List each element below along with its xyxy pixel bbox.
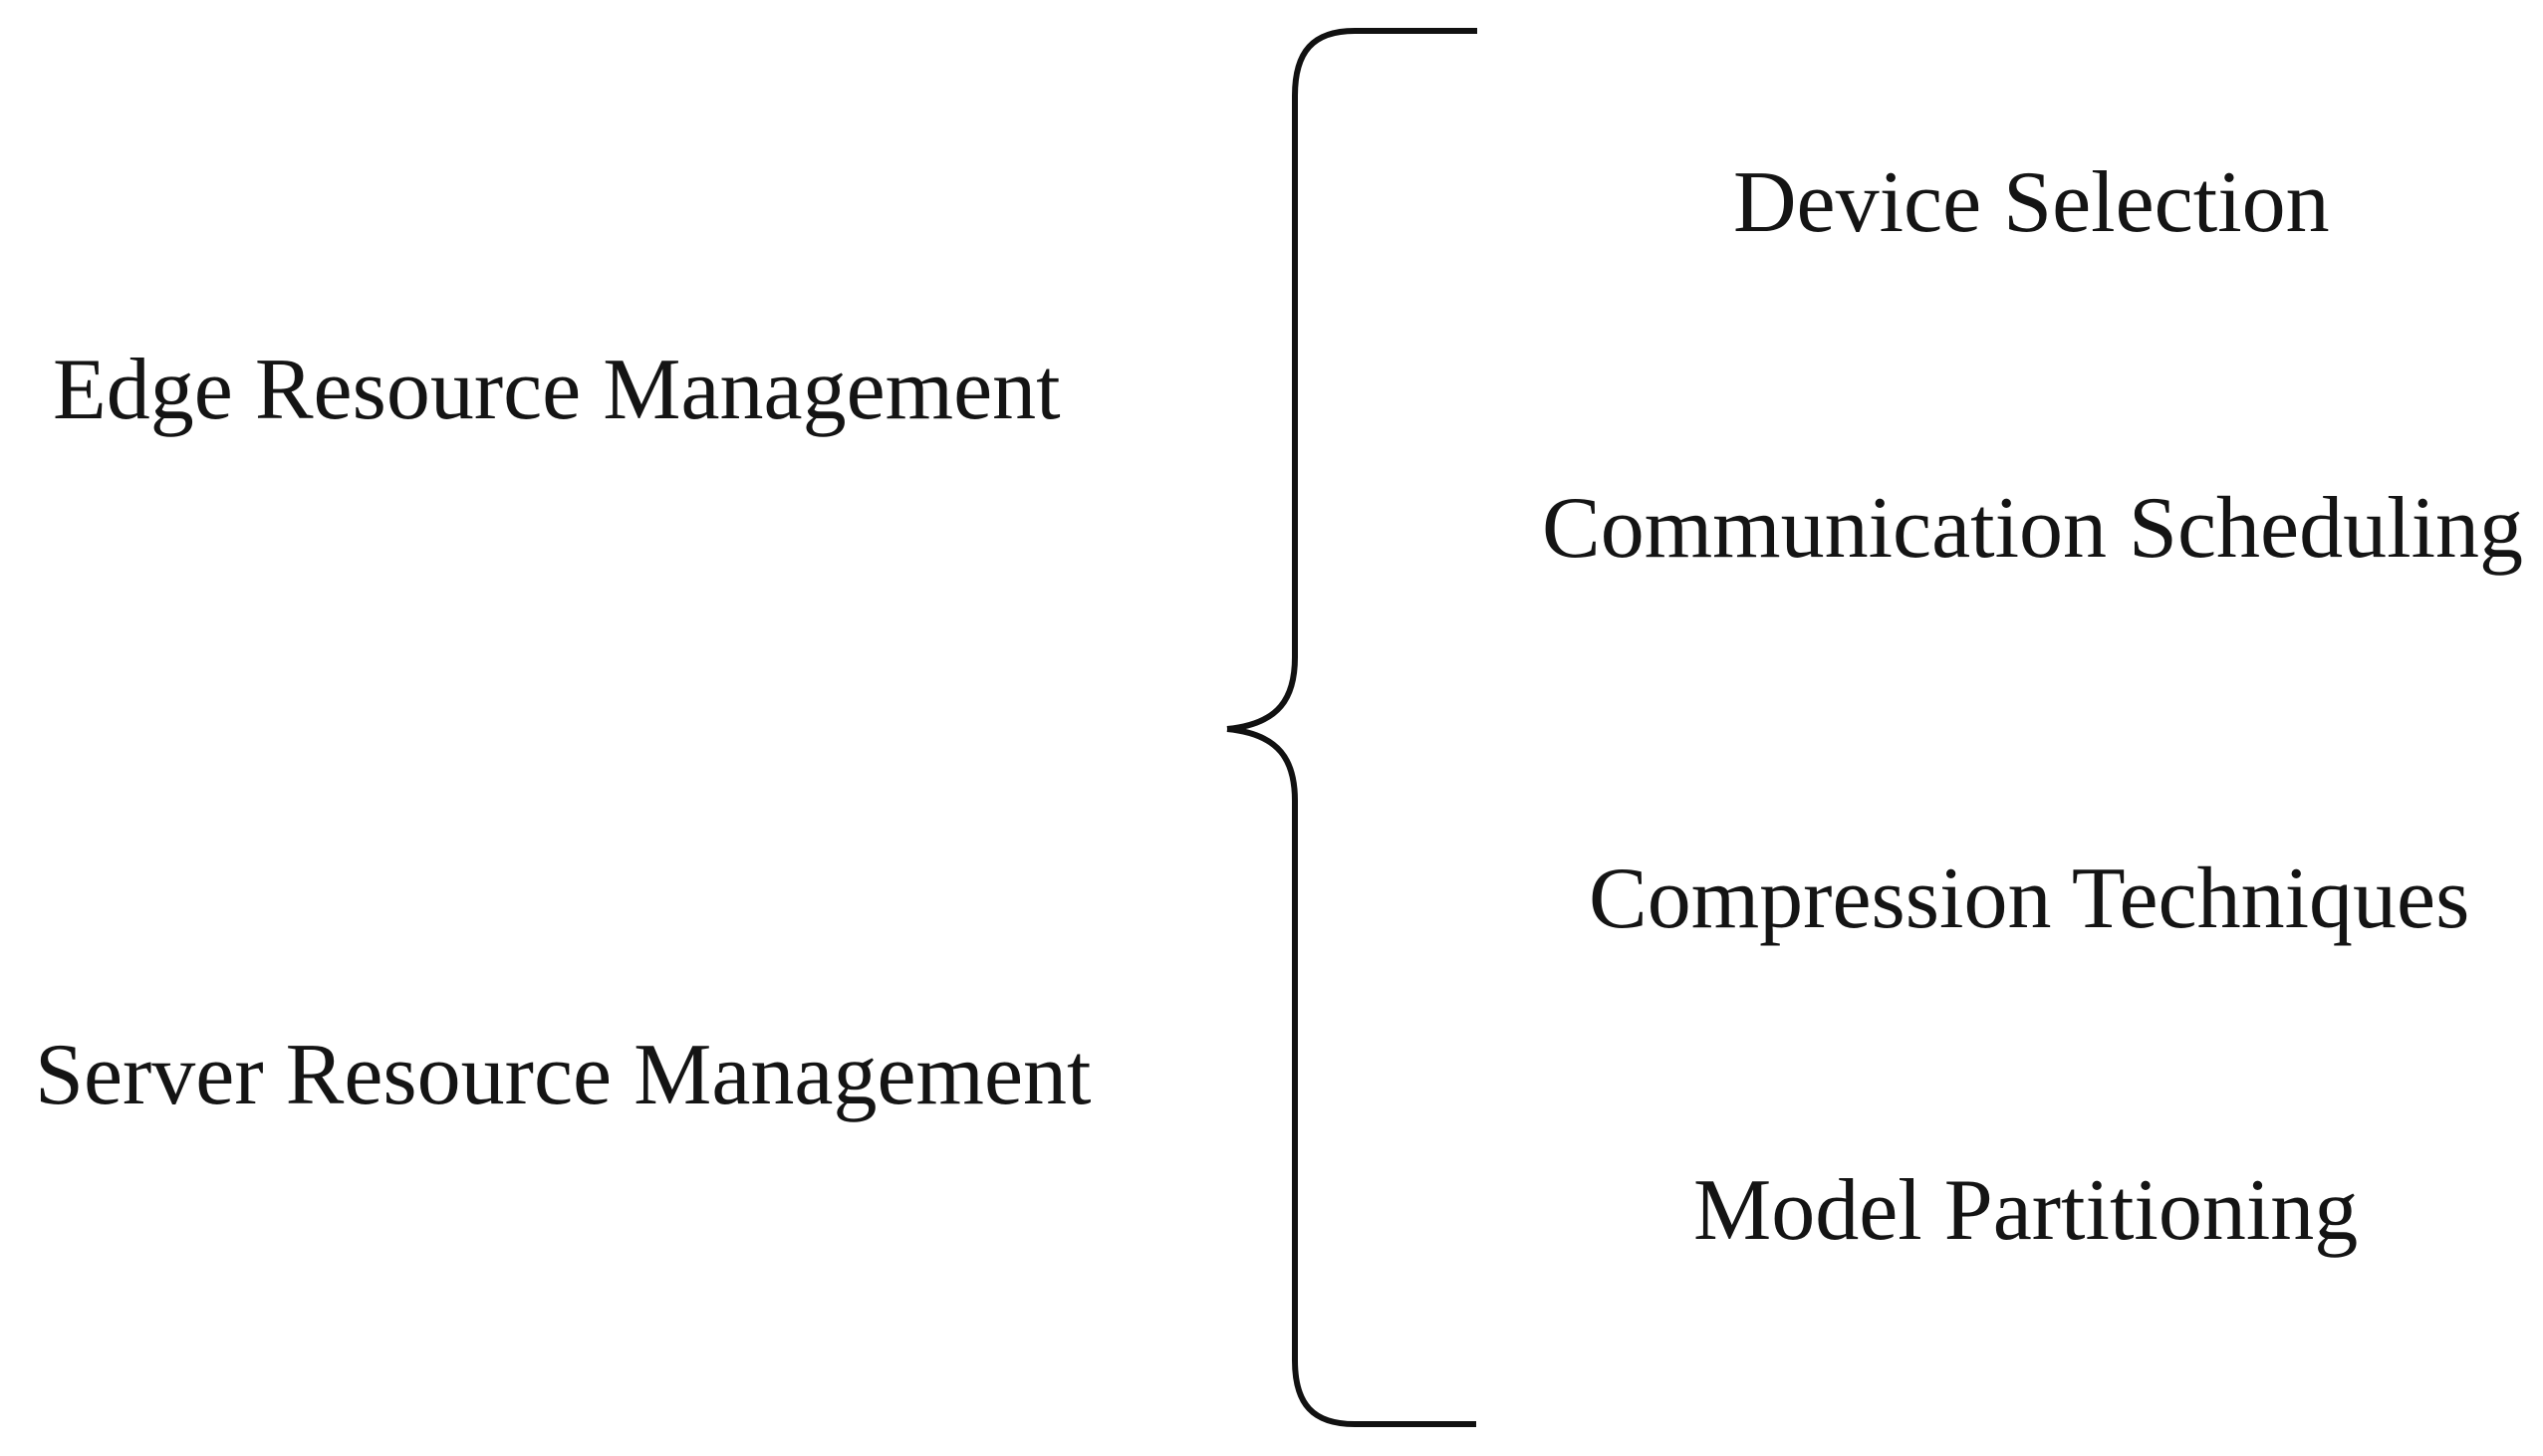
- topic-label-compression-techniques: Compression Techniques: [1589, 850, 2470, 947]
- category-label-edge-resource-management: Edge Resource Management: [53, 342, 1061, 438]
- topic-label-device-selection: Device Selection: [1733, 154, 2330, 251]
- brace-lower-arm-path: [1226, 726, 1476, 1427]
- brace-upper-arm-path: [1226, 28, 1477, 732]
- category-label-server-resource-management: Server Resource Management: [35, 1027, 1092, 1123]
- topic-label-model-partitioning: Model Partitioning: [1693, 1162, 2359, 1259]
- topic-label-communication-scheduling: Communication Scheduling: [1542, 480, 2524, 577]
